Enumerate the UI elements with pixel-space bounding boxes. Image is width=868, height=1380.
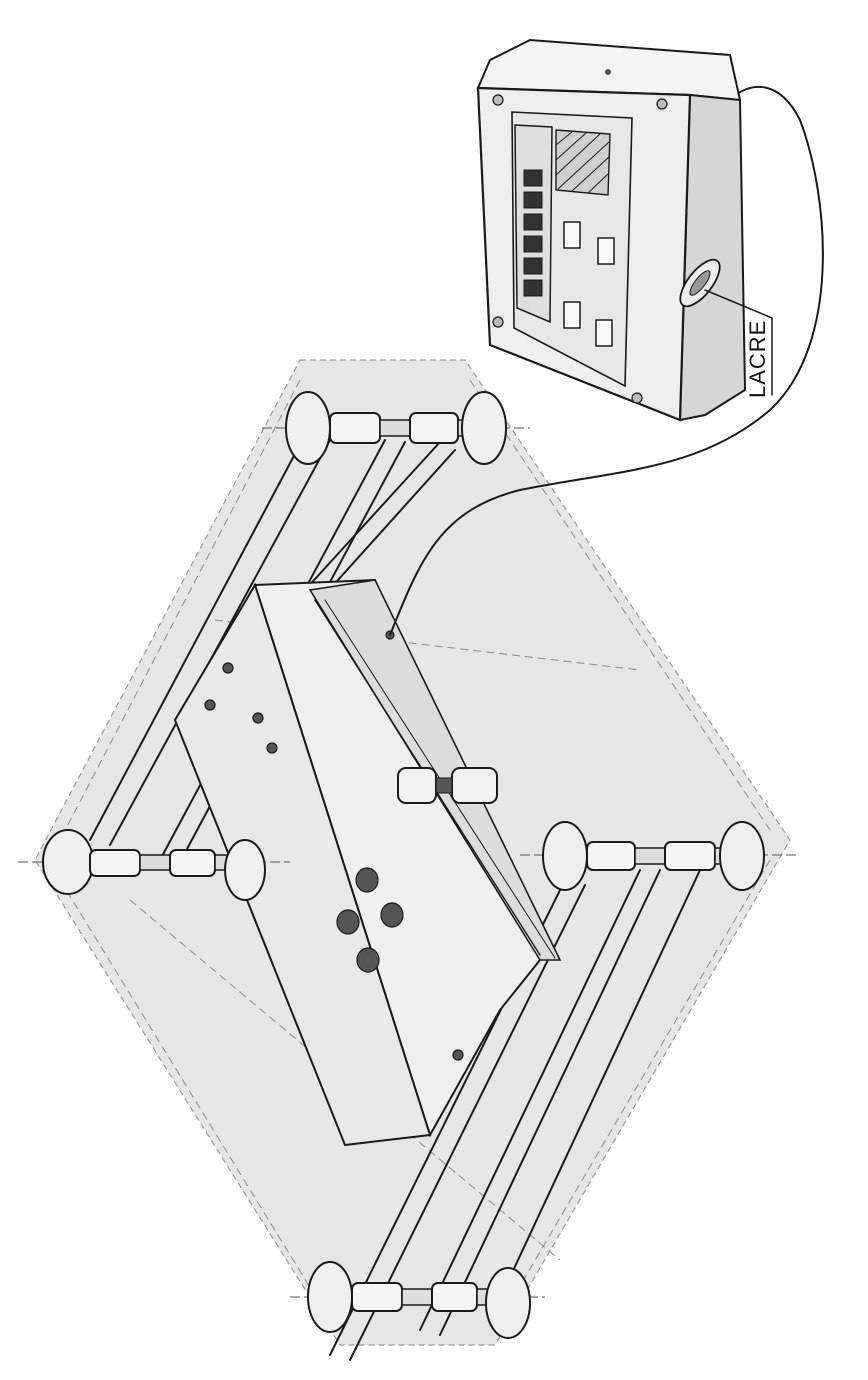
- leveling-foot: [542, 821, 588, 891]
- screw: [656, 98, 668, 110]
- screw: [631, 392, 643, 404]
- lacre-label: LACRE: [745, 320, 770, 398]
- leveling-foot: [307, 1261, 353, 1333]
- screw: [492, 94, 504, 106]
- rivet: [452, 1049, 464, 1061]
- rivet: [266, 742, 278, 754]
- leveling-foot: [461, 391, 507, 465]
- key-button: [563, 301, 581, 329]
- bolt: [356, 947, 380, 973]
- central-load-beam: [173, 578, 562, 1147]
- load-cell-cable: [389, 86, 824, 636]
- foot-assembly-right: [520, 821, 800, 891]
- indicator-unit: [476, 38, 747, 422]
- key-button: [563, 221, 581, 249]
- key-button: [595, 319, 613, 347]
- leveling-foot: [485, 1267, 531, 1339]
- bolt: [336, 909, 360, 935]
- beam-bolts: [204, 630, 464, 1061]
- beam-end-face: [308, 579, 562, 961]
- center-load-cell: [397, 767, 498, 804]
- lacre-callout: LACRE: [704, 289, 773, 398]
- screw: [492, 316, 504, 328]
- rivet: [204, 699, 216, 711]
- display-digits: [523, 169, 543, 297]
- foot-assembly-bottom: [290, 1261, 545, 1339]
- leveling-foot: [719, 821, 765, 891]
- foot-assembly-top: [262, 391, 530, 465]
- keypad: [563, 221, 615, 347]
- speaker-grille: [555, 129, 611, 196]
- rivet: [252, 712, 264, 724]
- foot-assembly-left: [18, 829, 290, 901]
- bolt: [380, 902, 404, 928]
- leveling-foot: [42, 829, 94, 895]
- bolt: [355, 867, 379, 893]
- key-button: [597, 237, 615, 265]
- leveling-foot: [224, 839, 266, 901]
- leveling-foot: [285, 391, 331, 465]
- rivet: [222, 662, 234, 674]
- seal-holder: [679, 258, 721, 308]
